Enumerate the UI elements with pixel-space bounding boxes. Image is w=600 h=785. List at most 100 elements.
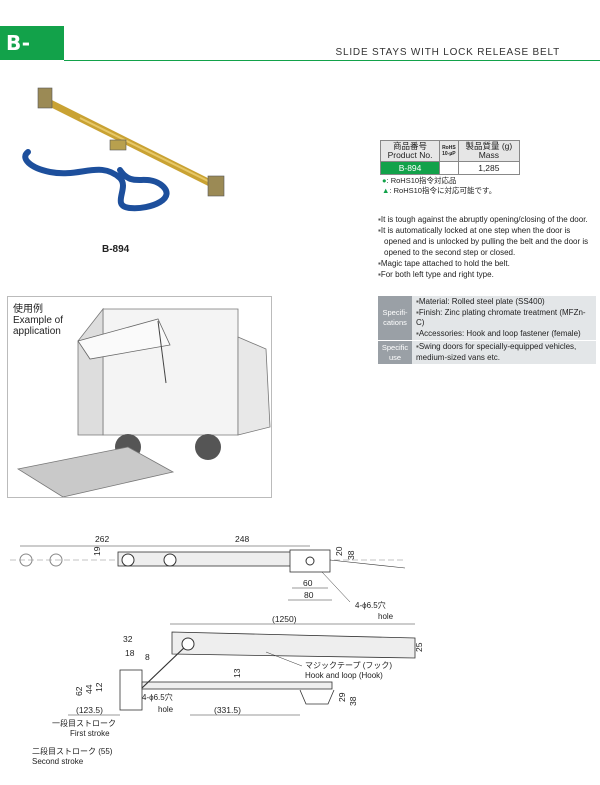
circle-icon: ●	[382, 176, 387, 185]
note-holes-top: 4-ϕ6.5穴	[355, 600, 386, 610]
header-product-jp: 商品番号	[393, 141, 428, 151]
rohs-legend: ●: RoHS10指令対応品 ▲: RoHS10指令に対応可能です。	[382, 176, 496, 196]
belt-line	[329, 559, 406, 569]
note-magic-tape-en: Hook and loop (Hook)	[305, 671, 383, 680]
side-view: (1250) 25 32 18 8 62 44 12 13 29 38 マジック…	[32, 614, 424, 766]
side-link	[141, 643, 189, 689]
dim-1250: (1250)	[272, 614, 297, 624]
door-panel	[171, 631, 416, 659]
dim-331-5: (331.5)	[214, 705, 241, 715]
list-item: It is tough against the abruptly opening…	[378, 214, 598, 225]
use-body: Swing doors for specially-equipped vehic…	[412, 341, 596, 364]
note-holes-bottom: 4-ϕ6.5穴	[142, 692, 173, 702]
release-belt	[22, 149, 170, 212]
side-bracket	[119, 669, 143, 711]
application-label-en2: application	[13, 326, 61, 337]
spec-label: Specifi-cations	[378, 296, 412, 340]
dim-248: 248	[235, 534, 249, 544]
dim-13: 13	[232, 668, 242, 678]
truck-body	[102, 308, 239, 436]
note-magic-tape-jp: マジックテープ (フック)	[305, 661, 392, 670]
table-header-row: 商品番号 Product No. RoHS 10-µP 製品質量 (g) Mas…	[379, 140, 521, 162]
note-hole-bottom: hole	[158, 705, 174, 714]
application-example: 使用例 Example of application	[7, 296, 272, 498]
table-row: B-894 1,285	[379, 161, 521, 175]
cell-product-no: B-894	[379, 161, 441, 175]
truck-cab	[237, 336, 271, 436]
dim-19: 19	[92, 546, 102, 556]
legend-circle-text: : RoHS10指令対応品	[386, 176, 457, 185]
list-item: It is automatically locked at one step w…	[378, 225, 598, 258]
dim-18: 18	[125, 648, 135, 658]
stay-bar-highlight	[79, 117, 211, 183]
spec-item: Accessories: Hook and loop fastener (fem…	[416, 329, 592, 340]
dim-32: 32	[123, 634, 133, 644]
dim-62: 62	[74, 686, 84, 696]
dim-80: 80	[304, 590, 314, 600]
application-label-jp: 使用例	[13, 304, 43, 315]
dim-8: 8	[145, 652, 150, 662]
note-second-stroke-en: Second stroke	[32, 757, 84, 766]
spec-row-specifications: Specifi-cations Material: Rolled steel p…	[378, 296, 596, 340]
dim-12: 12	[94, 682, 104, 692]
header-mass-jp: 製品質量 (g)	[465, 141, 513, 151]
spec-table: Specifi-cations Material: Rolled steel p…	[378, 296, 596, 365]
application-label-en1: Example of	[13, 315, 64, 326]
note-hole-top: hole	[378, 612, 394, 621]
page-title: SLIDE STAYS WITH LOCK RELEASE BELT	[335, 47, 560, 58]
use-label: Specific use	[378, 341, 412, 364]
top-view: 262 248 19 20 38 60 80 4-ϕ6.5穴 hole	[10, 534, 406, 621]
rohs-badge-icon: RoHS 10-µP	[442, 145, 456, 157]
product-photo	[22, 87, 225, 212]
hook-bracket	[299, 689, 335, 705]
dim-44: 44	[84, 684, 94, 694]
top-pivot-mid	[163, 553, 177, 567]
truck-rear	[77, 307, 104, 436]
dim-262: 262	[95, 534, 109, 544]
legend-circle: ●: RoHS10指令対応品	[382, 176, 496, 186]
dim-60: 60	[303, 578, 313, 588]
list-item: For both left type and right type.	[378, 269, 598, 280]
header-mass-en: Mass	[478, 150, 499, 160]
wheel-mid	[195, 434, 221, 460]
feature-list: It is tough against the abruptly opening…	[378, 214, 598, 280]
legend-triangle-text: : RoHS10指令に対応可能です。	[389, 186, 497, 195]
dim-20: 20	[334, 546, 344, 556]
note-first-stroke-en: First stroke	[70, 729, 110, 738]
spec-item: Finish: Zinc plating chromate treatment …	[416, 308, 592, 329]
cell-rohs	[439, 161, 459, 175]
dim-29: 29	[337, 692, 347, 702]
product-code-badge: B-894	[0, 26, 64, 89]
use-item: Swing doors for specially-equipped vehic…	[416, 342, 592, 363]
spec-row-use: Specific use Swing doors for specially-e…	[378, 341, 596, 364]
spec-body: Material: Rolled steel plate (SS400) Fin…	[412, 296, 596, 340]
dim-38-side: 38	[348, 696, 358, 706]
header-product-no: 商品番号 Product No.	[379, 140, 441, 162]
triangle-icon: ▲	[382, 186, 390, 195]
cell-mass: 1,285	[457, 161, 521, 175]
spec-item: Material: Rolled steel plate (SS400)	[416, 297, 592, 308]
note-first-stroke-jp: 一段目ストローク	[52, 718, 116, 728]
note-second-stroke-jp: 二段目ストローク (55)	[32, 746, 113, 756]
bracket-left	[37, 87, 53, 109]
dim-123-5: (123.5)	[76, 705, 103, 715]
product-table: 商品番号 Product No. RoHS 10-µP 製品質量 (g) Mas…	[379, 140, 521, 175]
application-label: 使用例 Example of application	[13, 304, 63, 337]
header-mass: 製品質量 (g) Mass	[457, 140, 521, 162]
photo-caption: B-894	[102, 244, 130, 255]
side-rail	[141, 681, 333, 690]
bracket-right	[207, 175, 225, 197]
lock-block	[109, 139, 127, 151]
lift-gate	[16, 446, 175, 497]
header-product-en: Product No.	[387, 150, 433, 160]
dim-25: 25	[414, 642, 424, 652]
header-rohs: RoHS 10-µP	[439, 140, 459, 162]
legend-triangle: ▲: RoHS10指令に対応可能です。	[382, 186, 496, 196]
technical-drawing: 262 248 19 20 38 60 80 4-ϕ6.5穴 hole (125…	[10, 534, 424, 766]
header-rule	[64, 60, 600, 61]
truck-illustration	[16, 307, 271, 497]
list-item: Magic tape attached to hold the belt.	[378, 258, 598, 269]
top-pivot-left	[121, 553, 135, 567]
dim-38: 38	[346, 550, 356, 560]
stay-in-use	[157, 320, 167, 384]
